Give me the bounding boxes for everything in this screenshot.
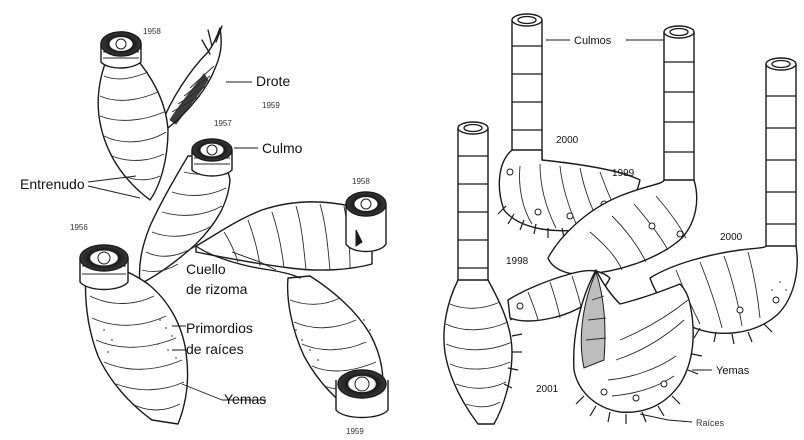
right-panel: Culmos Yemas Raíces 2000 1999 2000 1998 … [444,14,797,428]
label-primordios-1: Primordios [186,320,253,336]
label-cuello-2: de rizoma [186,281,248,297]
label-primordios-2: de raíces [186,341,244,357]
label-drote: Drote [256,73,290,89]
rhizome-bottom [288,276,388,418]
left-panel: Drote Culmo Entrenudo Cuello de rizoma P… [20,26,388,436]
label-raices: Raíces [696,418,725,428]
rhizome-top [98,32,168,200]
year-2000-top: 2000 [556,135,579,146]
year-2000-right: 2000 [720,232,743,243]
label-culmos: Culmos [574,35,612,47]
culm-1999 [548,26,697,274]
year-1999: 1999 [612,168,635,179]
label-culmo: Culmo [262,140,303,156]
year-left-rhizome: 1956 [70,223,88,232]
year-right-rhizome: 1958 [352,177,370,186]
label-yemas-right: Yemas [716,365,750,377]
rhizome-2001 [574,270,702,424]
label-entrenudo: Entrenudo [20,176,85,192]
year-shoot: 1959 [262,101,280,110]
year-top-culm: 1958 [143,27,161,36]
shoot-drawing [160,26,222,128]
year-bottom: 1959 [346,427,364,436]
year-culmo: 1957 [214,119,232,128]
year-1998: 1998 [506,256,529,267]
label-cuello-1: Cuello [186,261,226,277]
year-2001: 2001 [536,384,559,395]
rhizome-left [80,245,188,424]
label-yemas-left: Yemas [224,391,266,407]
